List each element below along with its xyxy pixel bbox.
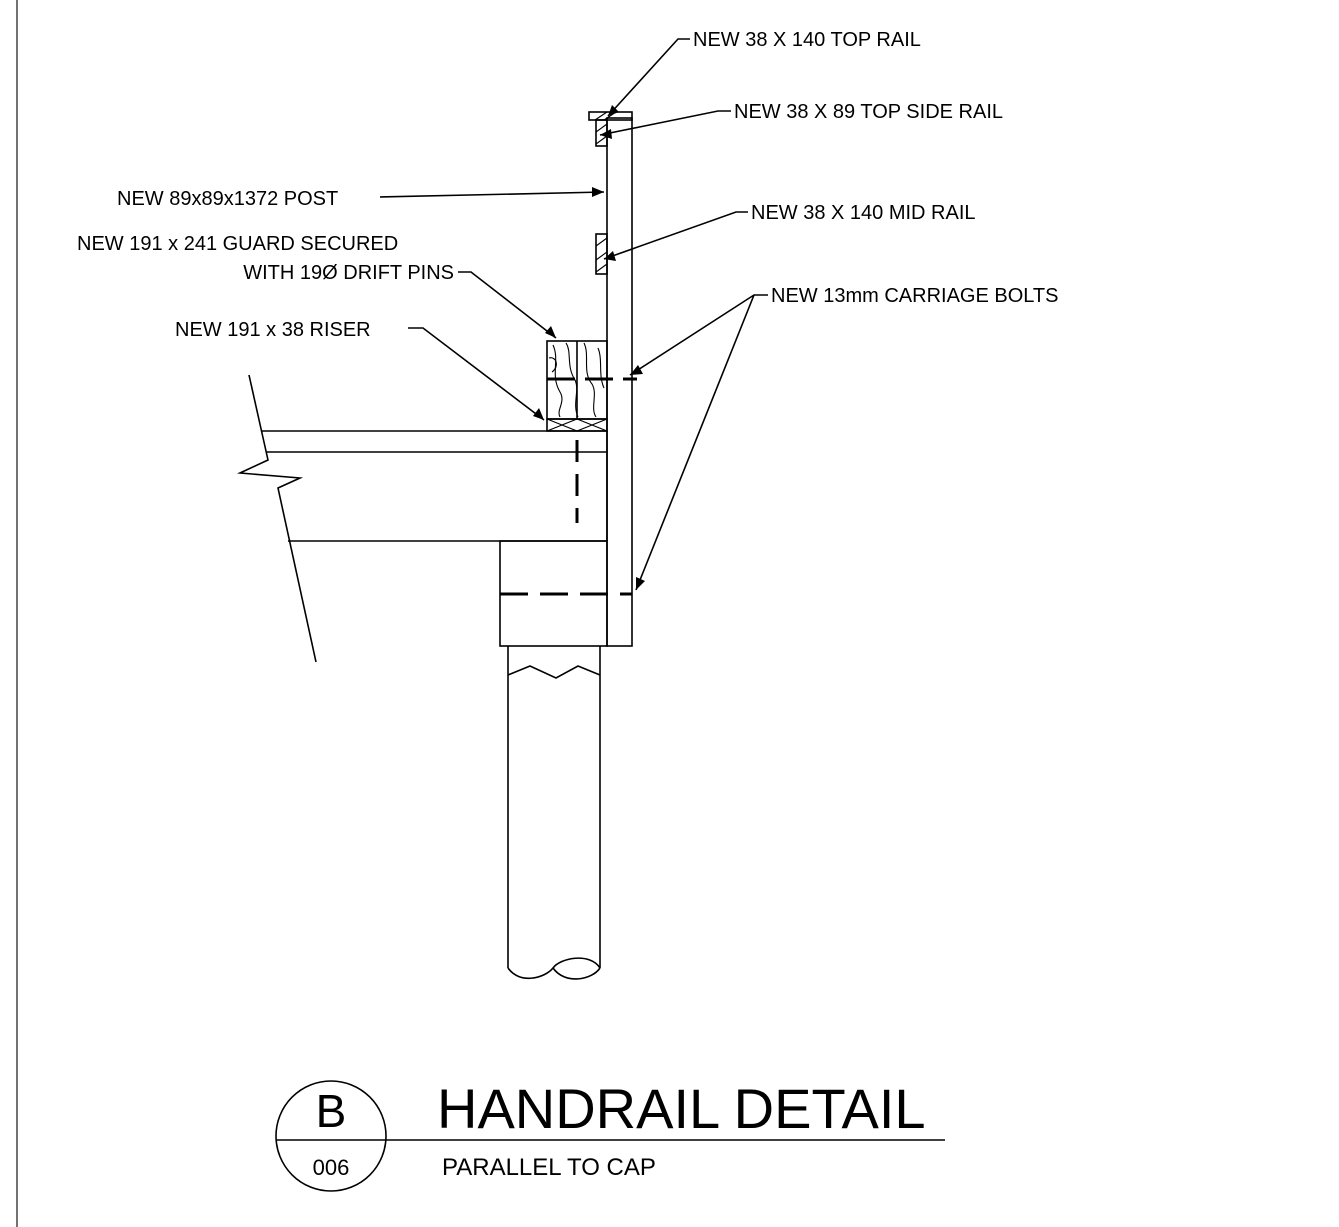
detail-bubble [275, 1080, 387, 1192]
deck [262, 430, 608, 542]
label-guard-line1: NEW 191 x 241 GUARD SECURED [77, 233, 398, 255]
leader-guard [458, 271, 557, 339]
pile [507, 646, 601, 980]
label-guard-line2: WITH 19Ø DRIFT PINS [243, 262, 454, 284]
detail-letter: B [316, 1085, 347, 1137]
label-riser: NEW 191 x 38 RISER [175, 319, 371, 341]
detail-title: HANDRAIL DETAIL [437, 1077, 926, 1140]
detail-subtitle: PARALLEL TO CAP [442, 1154, 656, 1181]
riser [546, 418, 608, 432]
break-line-left [236, 374, 317, 663]
label-top-side-rail: NEW 38 X 89 TOP SIDE RAIL [734, 101, 1003, 123]
label-top-rail: NEW 38 X 140 TOP RAIL [693, 29, 921, 51]
leader-riser [408, 327, 545, 421]
leader-carriage-bolts [629, 294, 768, 591]
leader-post [379, 187, 605, 198]
label-carriage-bolts: NEW 13mm CARRIAGE BOLTS [771, 285, 1058, 307]
leader-top-rail [607, 38, 690, 117]
mid-rail [595, 233, 608, 275]
detail-title-block: B 006 HANDRAIL DETAIL PARALLEL TO CAP [275, 1077, 945, 1192]
label-post: NEW 89x89x1372 POST [117, 188, 338, 210]
sheet-number: 006 [313, 1155, 350, 1180]
leader-top-side-rail [599, 110, 731, 139]
label-mid-rail: NEW 38 X 140 MID RAIL [751, 202, 976, 224]
post [606, 117, 633, 647]
leader-mid-rail [603, 211, 748, 261]
